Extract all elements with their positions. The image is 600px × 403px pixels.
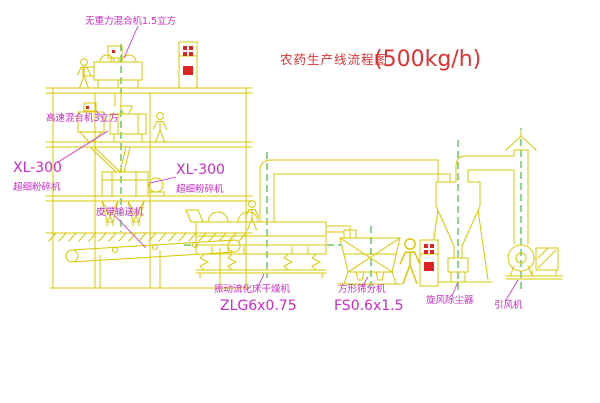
- pulverizer-lower: [101, 171, 165, 197]
- exhaust-stack: [505, 129, 537, 245]
- label-pulverizer-left-name: 超细粉碎机: [13, 181, 61, 193]
- discharge-hoppers: [101, 200, 145, 227]
- labels: 无重力混合机1.5立方 高速混合机3立方 XL-300 超细粉碎机 XL-300…: [13, 15, 523, 314]
- dryer-outlet: [325, 225, 351, 239]
- worker-figures: [77, 58, 421, 284]
- ground-hatch: [48, 232, 247, 242]
- control-cabinet-left: [178, 41, 198, 89]
- roller: [112, 247, 118, 253]
- label-sieve-name: 方形筛分机: [338, 283, 386, 295]
- title: 农药生产线流程图 (500kg/h): [280, 47, 481, 72]
- roller: [152, 244, 158, 250]
- control-cabinet-right: [419, 239, 439, 287]
- label-dryer-model: ZLG6x0.75: [220, 298, 297, 314]
- cyclone-separator: [421, 181, 493, 283]
- feed-hopper-top: [107, 45, 123, 63]
- label-dryer-name: 振动流化床干燥机: [214, 283, 291, 295]
- square-sieve: [337, 229, 403, 285]
- label-cyclone: 旋风除尘器: [426, 294, 474, 306]
- y-chute: [89, 146, 131, 173]
- rain-cap: [505, 129, 537, 151]
- label-pulverizer-mid-model: XL-300: [176, 162, 225, 178]
- induced-draft-fan: [505, 244, 563, 280]
- dome-covers: [207, 211, 259, 223]
- label-gravity-mixer: 无重力混合机1.5立方: [85, 15, 176, 27]
- label-high-speed-mixer: 高速混合机3立方: [46, 112, 119, 124]
- springs: [199, 253, 322, 271]
- worker-figure: [245, 200, 259, 231]
- worker-figure: [77, 58, 91, 89]
- worker-figure: [153, 112, 167, 143]
- label-leaders: [57, 25, 519, 301]
- exhaust-duct-dryer-to-cyclone: [259, 159, 451, 223]
- duct-cyclone-to-stack: [455, 155, 515, 183]
- pulley: [65, 249, 79, 263]
- dust-bin: [447, 257, 469, 273]
- high-speed-mixer: [77, 102, 105, 143]
- indicator-dot: [112, 50, 115, 53]
- fan-motor: [535, 247, 559, 271]
- label-induced-fan: 引风机: [494, 299, 523, 311]
- zero-gravity-mixer: [82, 54, 143, 107]
- drawing-title: 农药生产线流程图: [280, 52, 388, 67]
- fluid-bed-dryer: [185, 209, 351, 279]
- worker-figure: [399, 238, 421, 284]
- label-pulverizer-left-model: XL-300: [13, 160, 62, 176]
- sieve-outlets: [355, 271, 385, 281]
- belt-conveyor: [65, 239, 241, 289]
- indicator-dot: [86, 106, 89, 109]
- pulley: [227, 239, 241, 253]
- label-pulverizer-mid-name: 超细粉碎机: [176, 183, 224, 195]
- pulverizer-upper: [109, 105, 147, 143]
- drawing-capacity: (500kg/h): [374, 47, 481, 72]
- label-sieve-model: FS0.6x1.5: [334, 298, 404, 314]
- building-frame: [45, 87, 253, 289]
- label-belt-conveyor: 皮带输送机: [96, 206, 144, 218]
- dryer-inlet: [185, 209, 204, 223]
